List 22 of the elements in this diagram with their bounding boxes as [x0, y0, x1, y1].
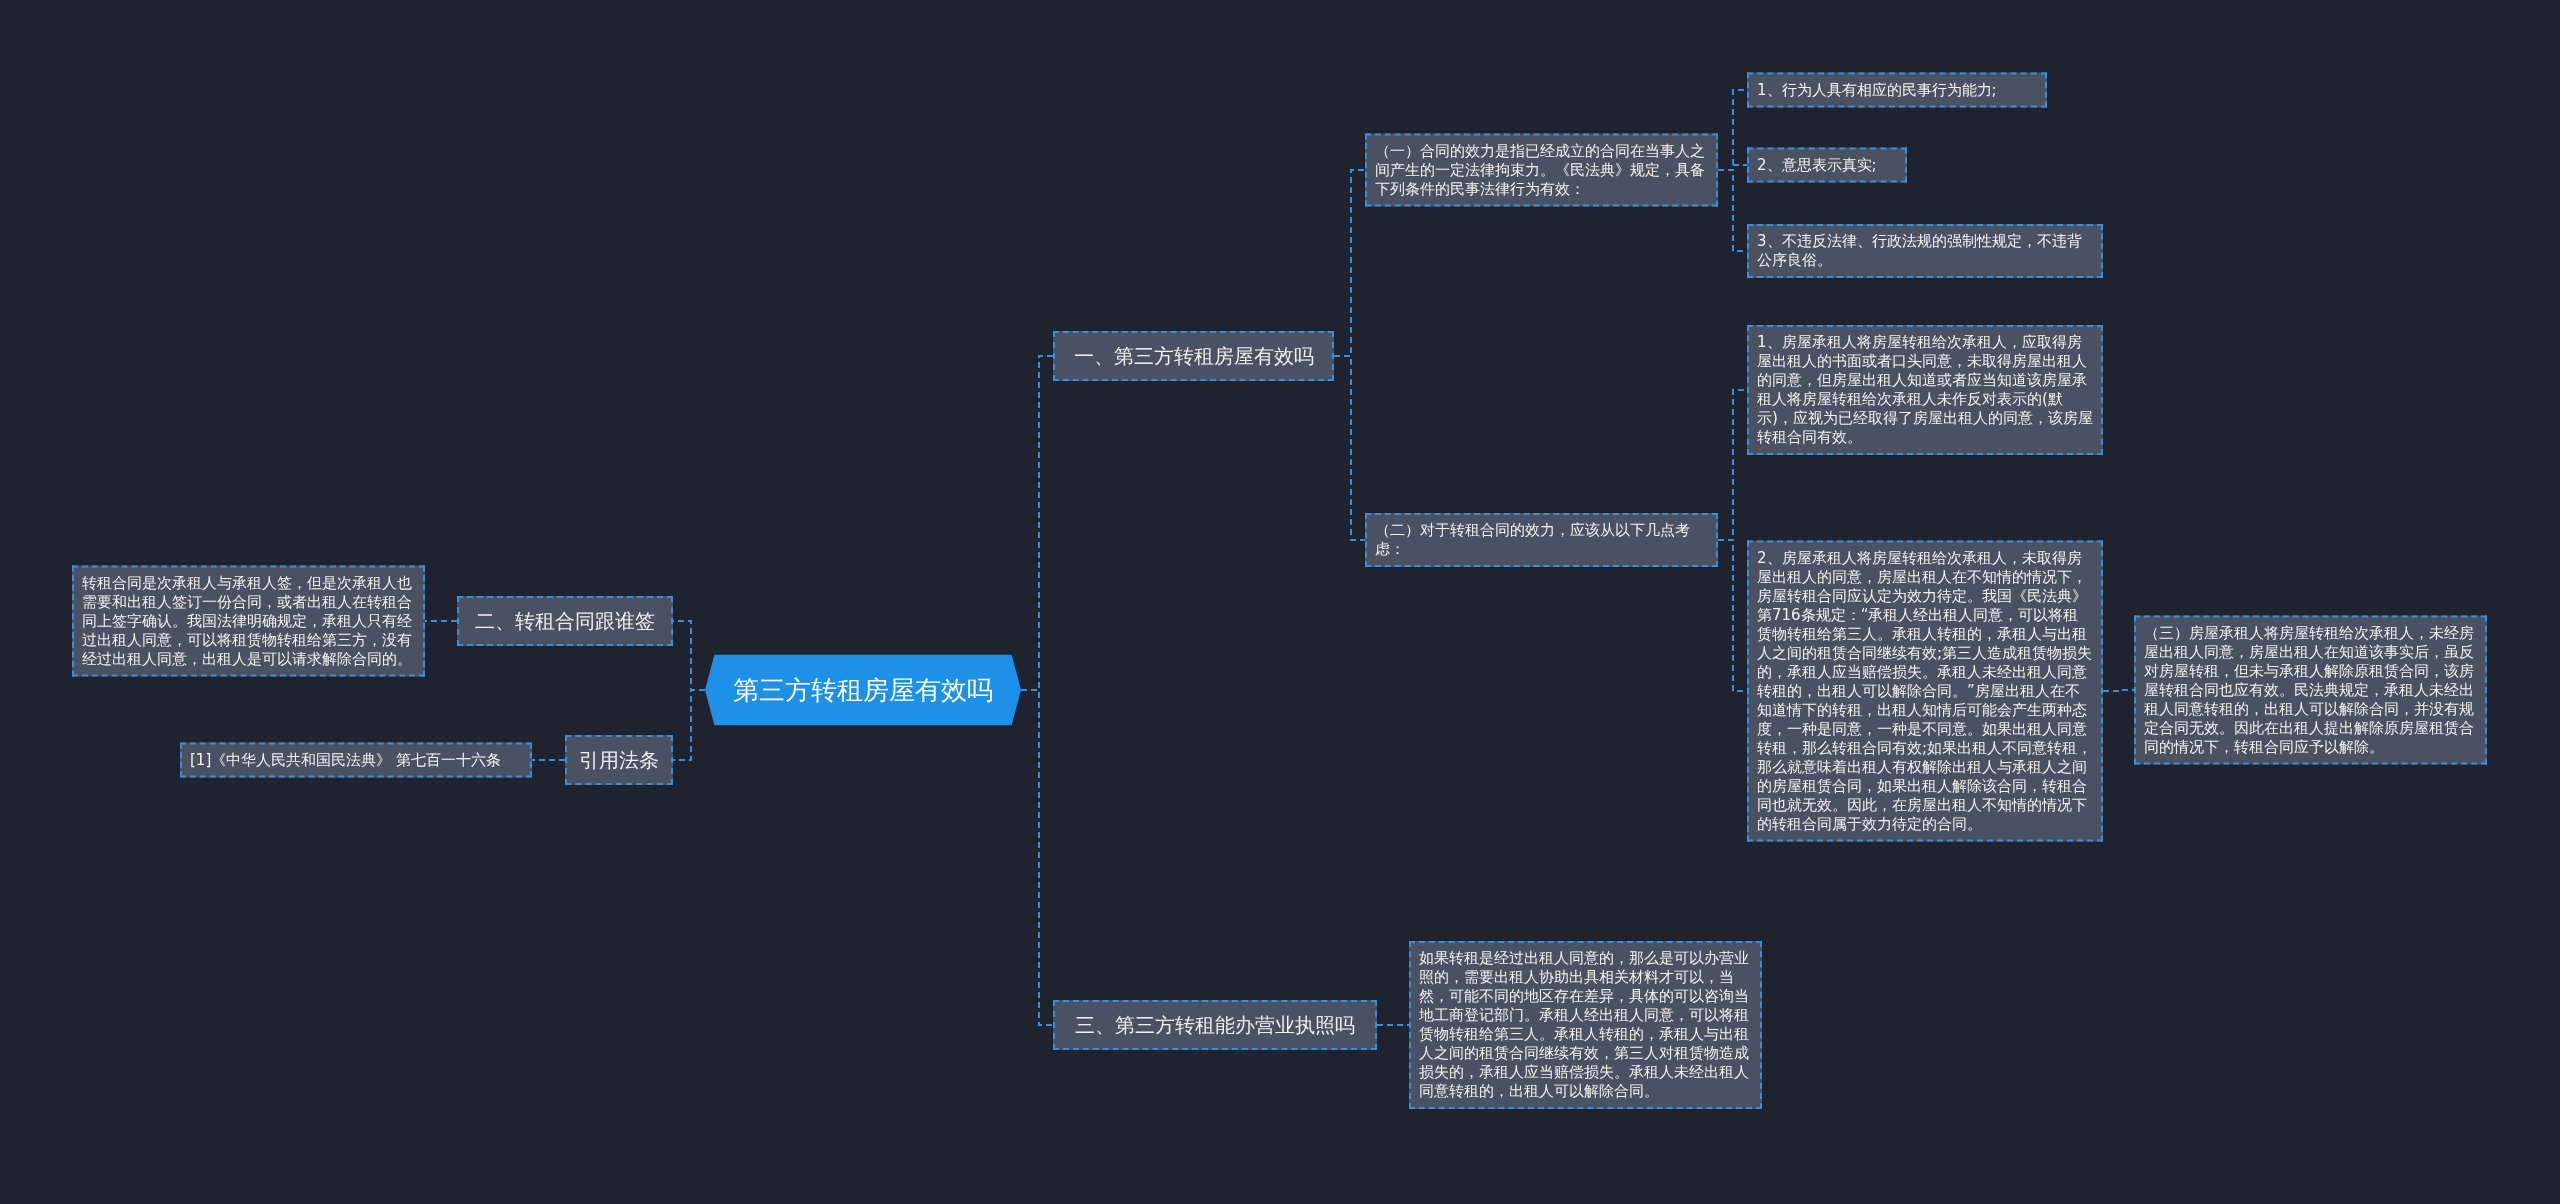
note-box: （一）合同的效力是指已经成立的合同在当事人之间产生的一定法律拘束力。《民法典》规定，具备下列条件的民事法律行为有效：: [1365, 133, 1718, 207]
note-box: 1、房屋承租人将房屋转租给次承租人，应取得房屋出租人的书面或者口头同意，未取得房屋出租人的同意，但房屋出租人知道或者应当知道该房屋承租人将房屋转租给次承租人未作反对表示的(默示)，应视为已经取得了房屋出租人的同意，该房屋转租合同有效。: [1747, 325, 2103, 455]
topic-box: 二、转租合同跟谁签: [457, 596, 673, 646]
note-box: [1]《中华人民共和国民法典》 第七百一十六条: [180, 742, 532, 778]
note-box: 如果转租是经过出租人同意的，那么是可以办营业照的，需要出租人协助出具相关材料才可以，当然，可能不同的地区存在差异，具体的可以咨询当地工商登记部门。承租人经出租人同意，可以将租赁物转租给第三人。承租人转租的，承租人与出租人之间的租赁合同继续有效，第三人对租赁物造成损失的，承租人应当赔偿损失。承租人未经出租人同意转租的，出租人可以解除合同。: [1409, 941, 1762, 1109]
note-box: 3、不违反法律、行政法规的强制性规定，不违背公序良俗。: [1747, 224, 2103, 278]
connector-line: [1333, 355, 1366, 541]
note-box: 1、行为人具有相应的民事行为能力;: [1747, 72, 2047, 108]
note-box: （二）对于转租合同的效力，应该从以下几点考虑：: [1365, 513, 1718, 567]
connector-line: [1020, 689, 1054, 1026]
topic-box: 三、第三方转租能办营业执照吗: [1053, 1000, 1377, 1050]
connector-line: [1376, 1024, 1410, 1026]
note-box: （三）房屋承租人将房屋转租给次承租人，未经房屋出租人同意，房屋出租人在知道该事实后，虽反对房屋转租，但未与承租人解除原租赁合同，该房屋转租合同也应有效。民法典规定，承租人未经出租人同意转租的，出租人可以解除合同，并没有规定合同无效。因此在出租人提出解除原房屋租赁合同的情况下，转租合同应予以解除。: [2134, 615, 2487, 765]
topic-box: 一、第三方转租房屋有效吗: [1053, 331, 1334, 381]
note-box: 2、房屋承租人将房屋转租给次承租人，未取得房屋出租人的同意，房屋出租人在不知情的情况下，房屋转租合同应认定为效力待定。我国《民法典》第716条规定：“承租人经出租人同意，可以将租赁物转租给第三人。承租人转租的，承租人与出租人之间的租赁合同继续有效;第三人造成租赁物损失的，承租人应当赔偿损失。承租人未经出租人同意转租的，出租人可以解除合同。”房屋出租人在不知道情下的转租，出租人知情后可能会产生两种态度，一种是同意，一种是不同意。如果出租人同意转租，那么转租合同有效;如果出租人不同意转租，那么就意味着出租人有权解除出租人与承租人之间的房屋租赁合同，如果出租人解除该合同，转租合同也就无效。因此，在房屋出租人不知情的情况下的转租合同属于效力待定的合同。: [1747, 540, 2103, 842]
note-box: 转租合同是次承租人与承租人签，但是次承租人也需要和出租人签订一份合同，或者出租人在转租合同上签字确认。我国法律明确规定，承租人只有经过出租人同意，可以将租赁物转租给第三方，没有经过出租人同意，出租人是可以请求解除合同的。: [72, 565, 425, 677]
connector-line: [2102, 689, 2135, 692]
note-box: 2、意思表示真实;: [1747, 147, 1907, 183]
connector-line: [424, 620, 458, 622]
central-topic: 第三方转租房屋有效吗: [705, 654, 1021, 726]
connector-line: [531, 759, 566, 761]
topic-box: 引用法条: [565, 735, 673, 785]
